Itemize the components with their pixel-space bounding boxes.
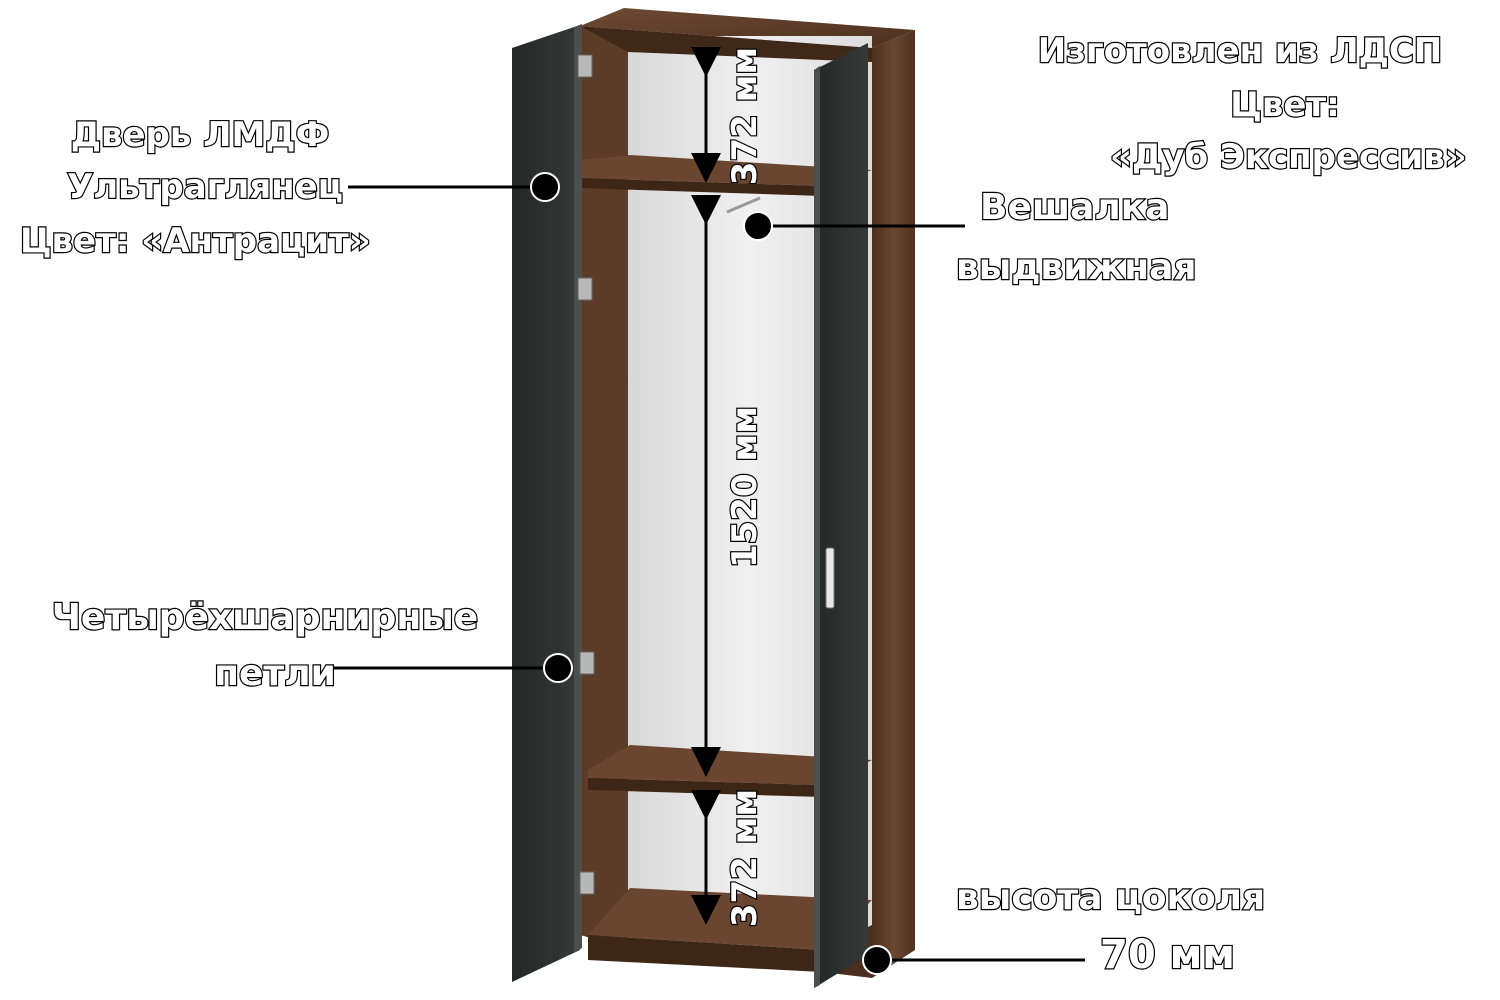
- door-label-line3: Цвет: «Антрацит»: [19, 221, 372, 261]
- plinth-callout-dot: [862, 945, 892, 975]
- dim-label-top: 372 мм: [724, 46, 766, 187]
- plinth-label-line1: высота цоколя: [955, 877, 1267, 918]
- dim-label-bottom: 372 мм: [724, 788, 766, 929]
- plinth-label-line2: 70 мм: [1099, 932, 1236, 978]
- hinge-4: [579, 871, 595, 895]
- hanger-callout-dot: [743, 211, 773, 241]
- hanger-rail: [726, 196, 761, 214]
- right-door: [814, 43, 868, 988]
- hinge-1: [577, 54, 593, 78]
- carcass-right-side: [872, 30, 915, 978]
- hinge-callout-dot: [543, 653, 573, 683]
- left-door: [512, 24, 582, 982]
- hinges: [577, 54, 595, 895]
- hinge-3: [579, 651, 595, 675]
- material-label-line2: Цвет:: [1229, 85, 1341, 125]
- plinth: [588, 935, 822, 972]
- hanger-label-line1: Вешалка: [979, 187, 1171, 228]
- hanger-label-line2: выдвижная: [955, 247, 1198, 288]
- door-handle-icon: [825, 547, 835, 609]
- door-label-line1: Дверь ЛМДФ: [69, 115, 330, 155]
- carcass-left-side: [580, 26, 628, 948]
- callouts: [330, 172, 1085, 975]
- hinges-label-line1: Четырёхшарнирные: [51, 597, 480, 638]
- dim-label-middle: 1520 мм: [724, 405, 766, 569]
- bottom-shelf: [588, 888, 872, 950]
- upper-shelf: [580, 155, 872, 186]
- hinges-label-line2: петли: [213, 653, 337, 694]
- door-callout-dot: [530, 172, 560, 202]
- material-label-line1: Изготовлен из ЛДСП: [1037, 31, 1444, 71]
- material-label-line3: «Дуб Экспрессив»: [1109, 137, 1468, 177]
- door-label-line2: Ультраглянец: [66, 167, 344, 207]
- lower-shelf: [588, 745, 872, 785]
- hinge-2: [577, 277, 593, 301]
